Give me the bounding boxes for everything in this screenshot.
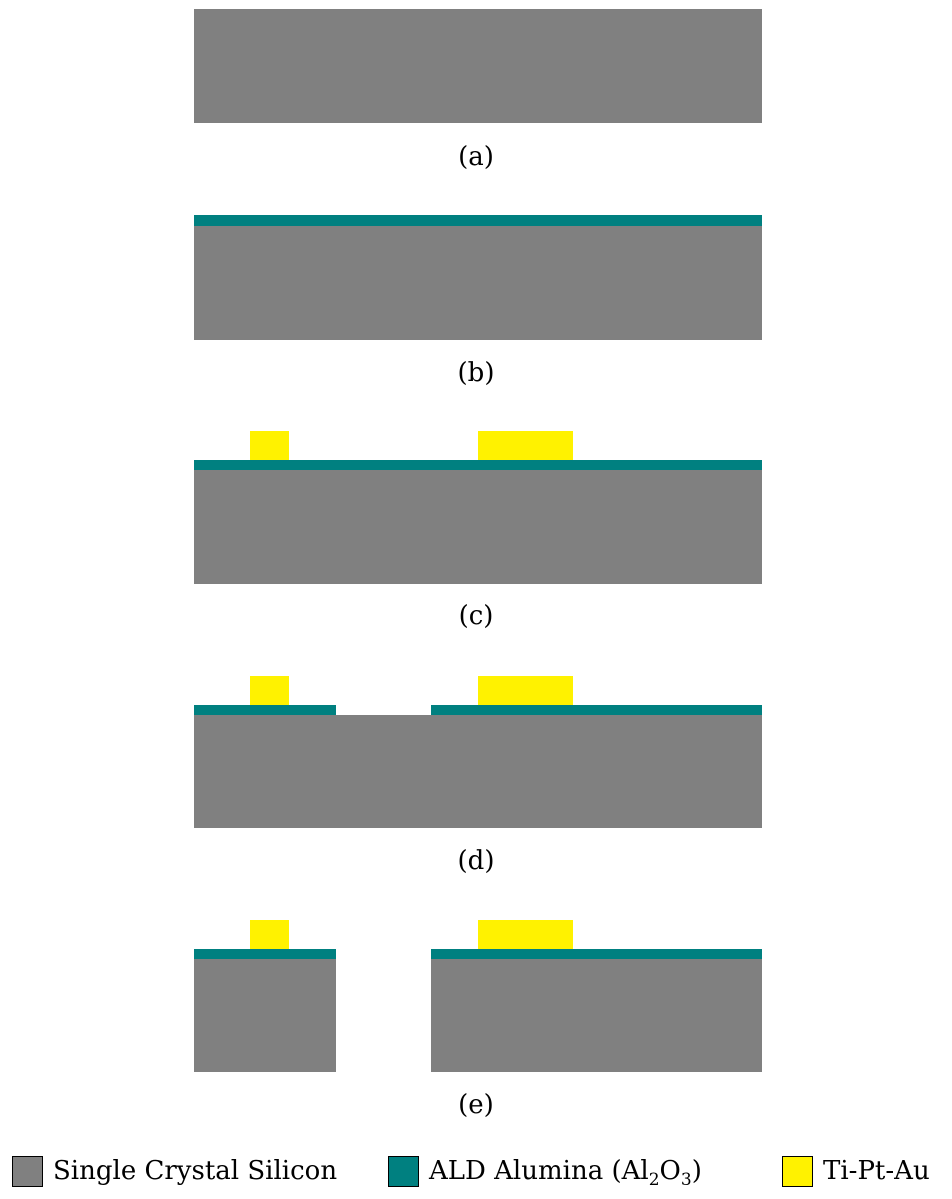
- legend-item-metal: Ti-Pt-Au: [782, 1150, 930, 1192]
- caption-b: (b): [457, 358, 495, 388]
- process-step-d: (d): [194, 676, 762, 876]
- metal-swatch: [782, 1155, 813, 1187]
- alumina-layer-left: [194, 949, 336, 959]
- silicon-substrate: [194, 470, 762, 584]
- silicon-substrate: [194, 715, 762, 828]
- process-step-e: (e): [194, 920, 762, 1120]
- alumina-layer-right: [431, 705, 762, 715]
- legend-label-silicon: Single Crystal Silicon: [53, 1156, 338, 1186]
- metal-pad-right: [478, 676, 573, 705]
- silicon-substrate: [194, 9, 762, 123]
- silicon-substrate: [194, 226, 762, 340]
- alumina-layer: [194, 460, 762, 470]
- alumina-layer-left: [194, 705, 336, 715]
- metal-pad-left: [250, 920, 289, 949]
- silicon-swatch: [12, 1155, 43, 1187]
- alumina-label-mid: O: [659, 1156, 681, 1186]
- caption-a: (a): [458, 142, 494, 172]
- alumina-subscript-1: 2: [648, 1170, 660, 1191]
- legend: Single Crystal Silicon ALD Alumina (Al2O…: [0, 1150, 952, 1192]
- metal-pad-left: [250, 676, 289, 705]
- legend-label-metal: Ti-Pt-Au: [823, 1156, 930, 1186]
- caption-c: (c): [458, 601, 494, 631]
- legend-item-alumina: ALD Alumina (Al2O3): [388, 1150, 702, 1192]
- alumina-label-main: ALD Alumina (Al: [429, 1156, 649, 1186]
- metal-pad-right: [478, 431, 573, 460]
- process-step-b: (b): [0, 0, 952, 400]
- silicon-substrate-right: [431, 959, 762, 1072]
- legend-label-alumina: ALD Alumina (Al2O3): [429, 1156, 702, 1189]
- process-step-a: (a): [0, 0, 952, 180]
- metal-pad-left: [250, 431, 289, 460]
- alumina-subscript-2: 3: [680, 1170, 692, 1191]
- silicon-substrate-left: [194, 959, 336, 1072]
- caption-d: (d): [457, 846, 495, 876]
- metal-pad-right: [478, 920, 573, 949]
- alumina-layer: [194, 215, 762, 226]
- process-step-c: (c): [194, 431, 762, 631]
- legend-item-silicon: Single Crystal Silicon: [12, 1150, 337, 1192]
- alumina-label-close: ): [691, 1156, 702, 1186]
- alumina-swatch: [388, 1155, 419, 1187]
- caption-e: (e): [458, 1090, 494, 1120]
- alumina-layer-right: [431, 949, 762, 959]
